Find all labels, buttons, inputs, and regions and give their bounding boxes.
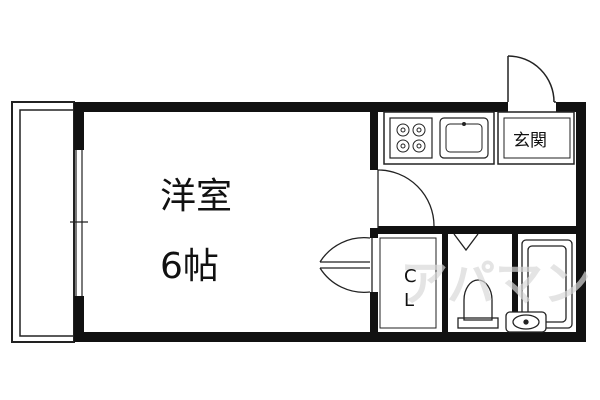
bathroom — [505, 239, 573, 333]
entrance-label: 玄関 — [513, 131, 547, 151]
toilet-room — [453, 233, 499, 329]
closet-label-l: L — [404, 290, 414, 311]
room-door — [377, 169, 435, 228]
bathtub-icon — [521, 239, 573, 329]
stove-icon — [396, 123, 426, 153]
kitchen-counter — [383, 111, 495, 165]
entrance — [497, 111, 575, 165]
balcony — [11, 101, 75, 343]
window — [70, 150, 88, 296]
entrance-door — [507, 55, 556, 103]
closet-label-c: C — [404, 266, 417, 287]
closet — [379, 237, 437, 329]
watermark: アパマン — [400, 256, 591, 312]
toilet-icon — [463, 279, 493, 321]
interior-walls — [370, 112, 576, 332]
room-name-label: 洋室 — [160, 176, 232, 217]
closet-doors — [319, 237, 373, 293]
exterior-walls — [74, 102, 586, 342]
sink-icon — [445, 123, 483, 153]
room-size-label: 6帖 — [160, 246, 219, 287]
toilet-tank — [457, 317, 499, 329]
